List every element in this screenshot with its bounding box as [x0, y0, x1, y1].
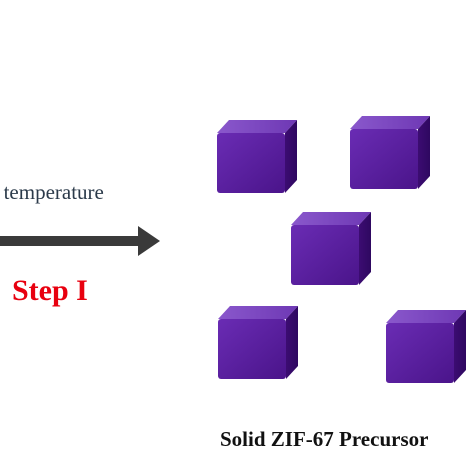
cube-side-face [286, 306, 298, 379]
cube-2 [350, 116, 430, 189]
cube-front-face [291, 225, 359, 285]
reaction-arrow [0, 226, 160, 256]
arrow-head [138, 226, 160, 256]
cube-top-face [350, 116, 430, 129]
cube-1 [217, 120, 297, 193]
product-label: Solid ZIF-67 Precursor [220, 427, 429, 451]
cube-side-face [285, 120, 297, 193]
step-label: Step I [12, 274, 88, 307]
cube-side-face [418, 116, 430, 189]
cube-side-face [359, 212, 371, 285]
cube-front-face [350, 129, 418, 189]
condition-label: m temperature [0, 180, 104, 204]
cube-top-face [217, 120, 297, 133]
cube-front-face [217, 133, 285, 193]
cube-top-face [386, 310, 466, 323]
cube-4 [218, 306, 298, 379]
cube-top-face [291, 212, 371, 225]
cube-front-face [218, 319, 286, 379]
cube-3 [291, 212, 371, 285]
cube-front-face [386, 323, 454, 383]
cube-5 [386, 310, 466, 383]
cube-top-face [218, 306, 298, 319]
arrow-shaft [0, 236, 140, 246]
cube-side-face [454, 310, 466, 383]
